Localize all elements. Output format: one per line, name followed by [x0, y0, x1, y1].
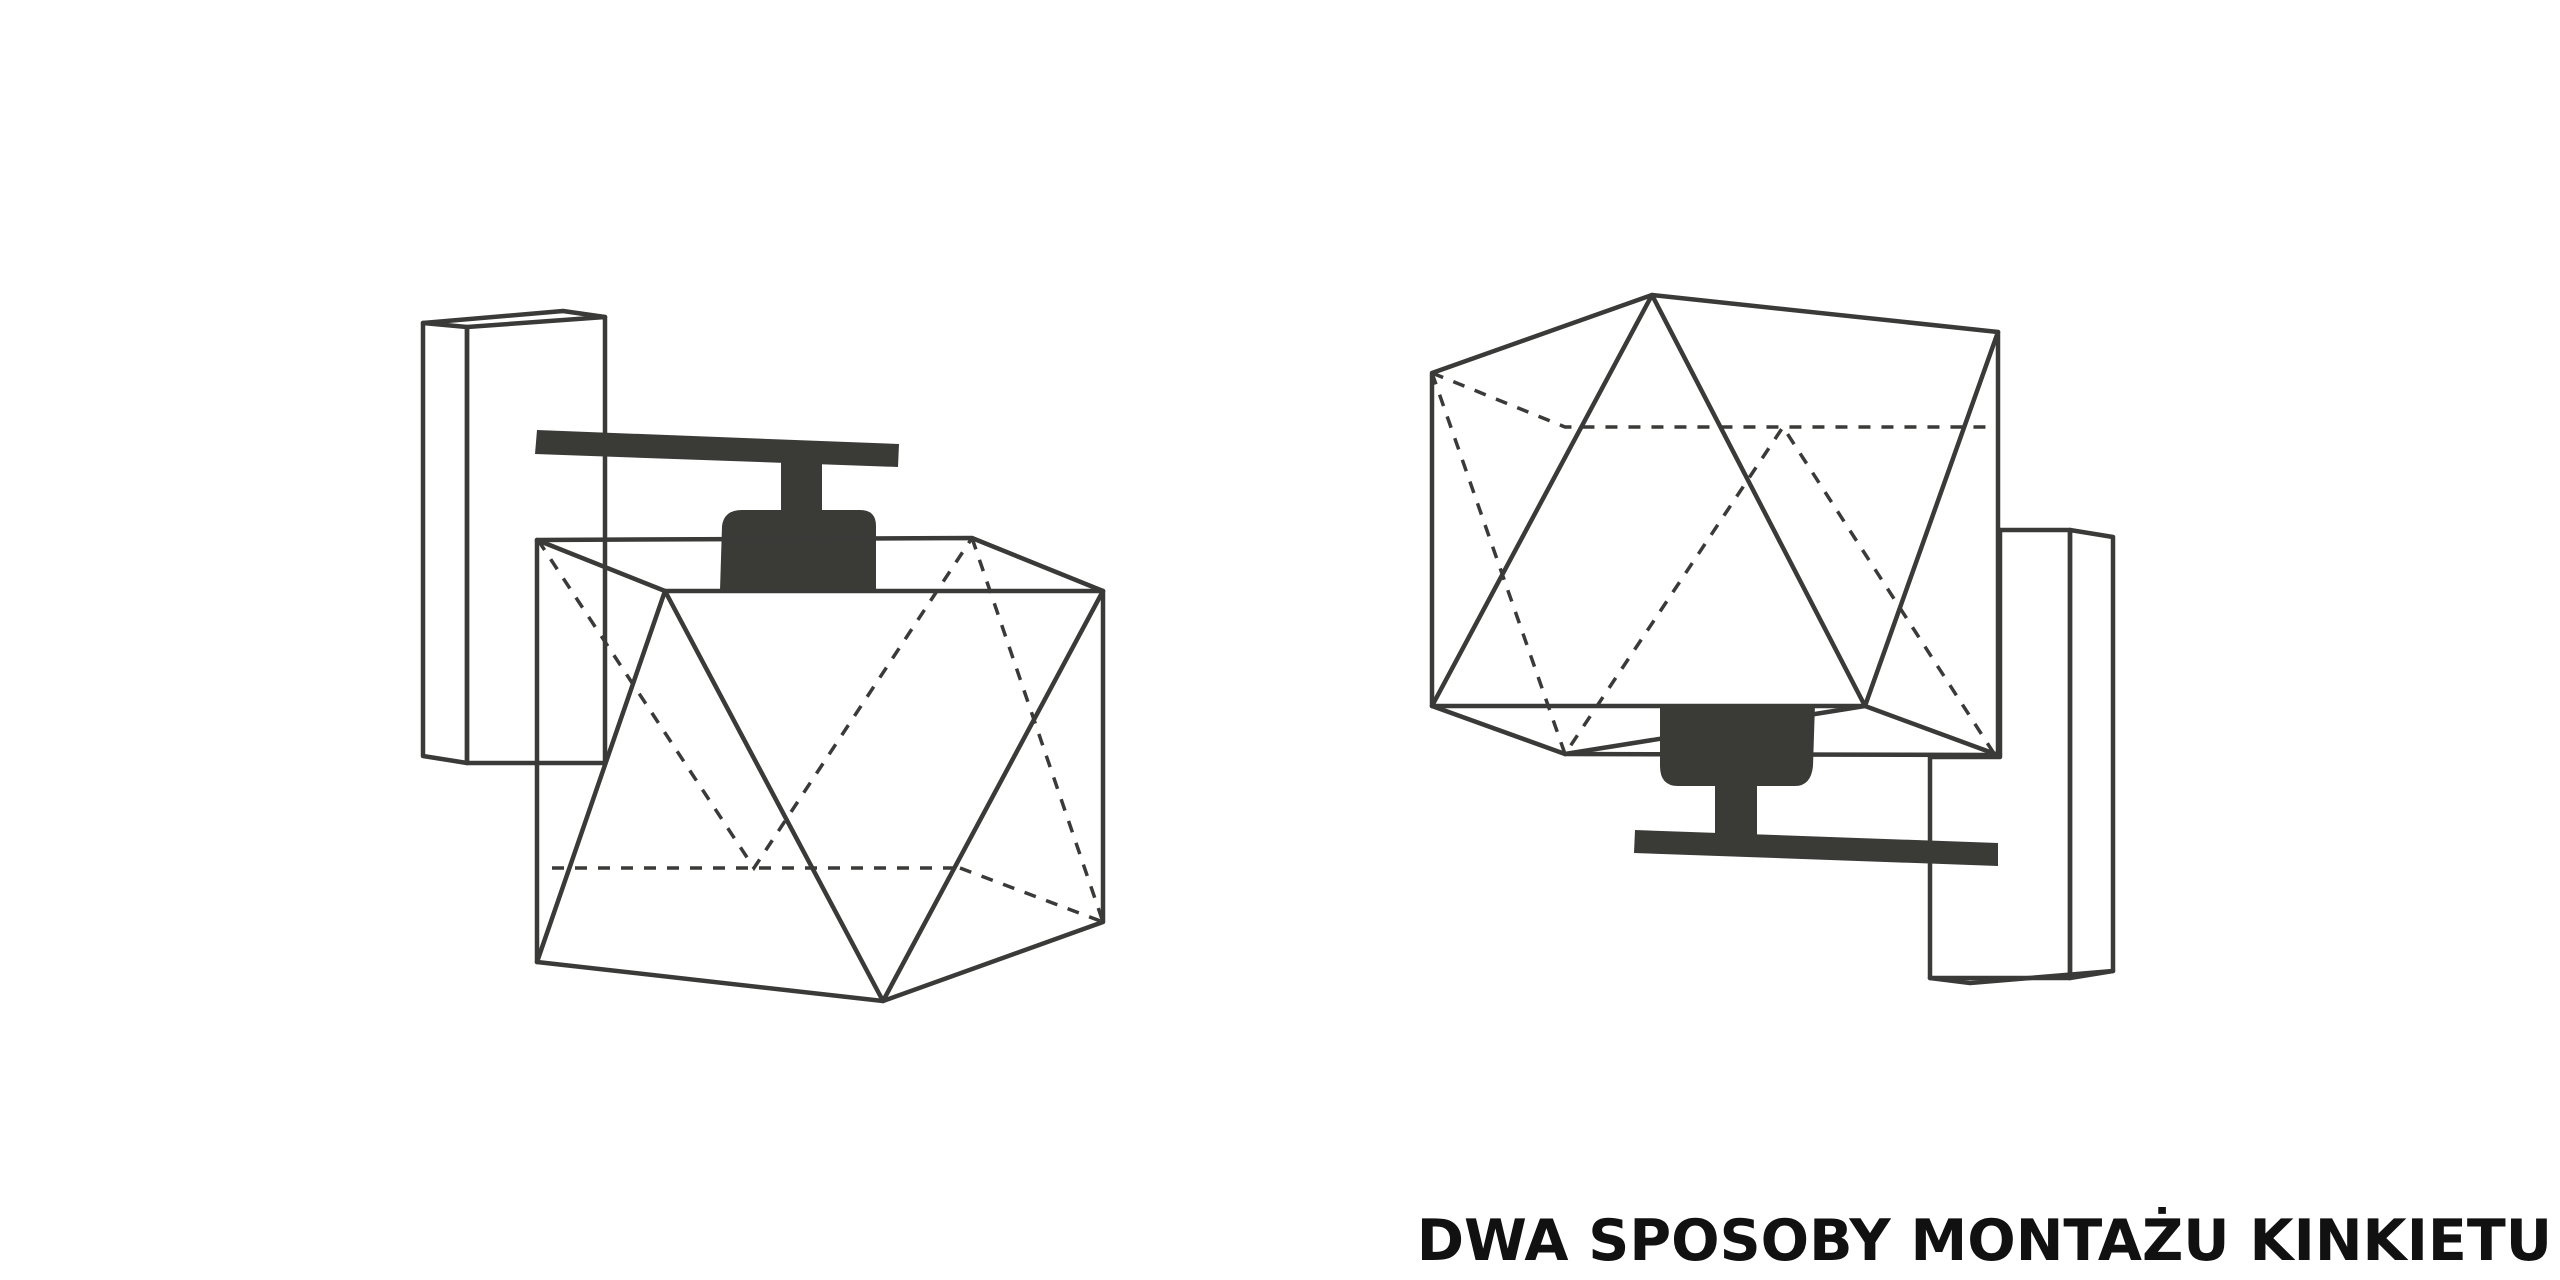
wall-plate-right: [1927, 527, 2116, 986]
diagram-caption: DWA SPOSOBY MONTAŻU KINKIETU: [1416, 1208, 2552, 1274]
lamp-figure-right: [1429, 292, 2116, 986]
arm-right: [1634, 704, 1998, 866]
shade-right: [1429, 292, 2001, 758]
shade-left: [534, 535, 1106, 1004]
wall-plate-left: [420, 308, 608, 766]
lamp-figure-left: [420, 308, 1106, 1004]
arm-left: [535, 430, 899, 590]
